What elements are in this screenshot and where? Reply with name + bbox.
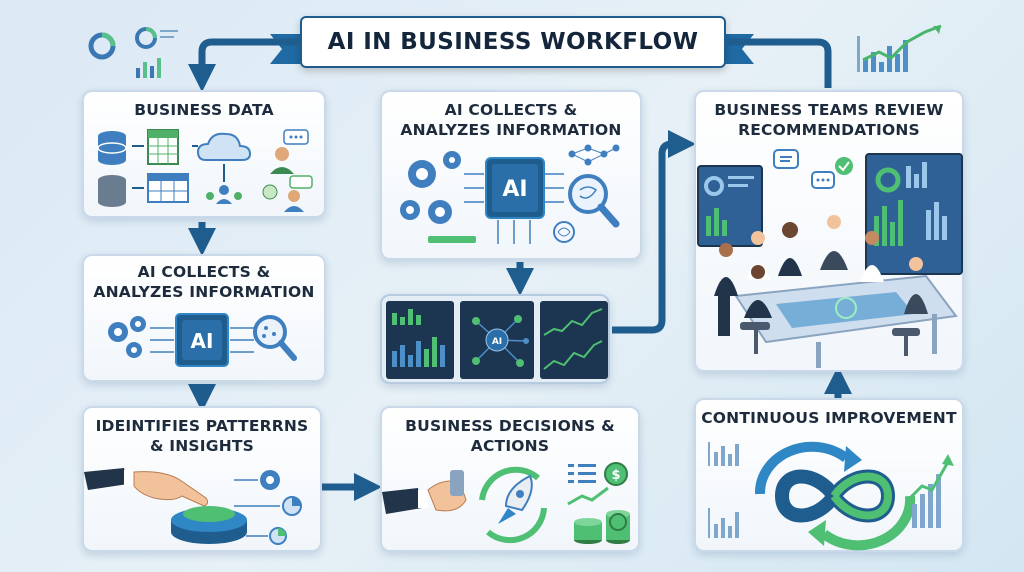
wall-screen-left <box>697 165 763 247</box>
pie-chart-icon <box>282 496 302 516</box>
hand-icon <box>84 468 209 507</box>
pressing-button-illustration <box>84 468 302 545</box>
team-people <box>714 215 928 336</box>
cycle-arrows-icon <box>754 441 916 551</box>
ai-dashboard-panels: AI <box>380 294 610 384</box>
chat-person-icon-2 <box>262 175 313 212</box>
database-icon <box>97 131 127 165</box>
step-title: BUSINESS TEAMS REVIEW RECOMMENDATIONS <box>714 101 944 139</box>
step-continuous-improvement: CONTINUOUS IMPROVEMENT <box>694 398 964 552</box>
dollar-coin-icon: $ <box>604 462 628 486</box>
circuit-lines-icon <box>464 173 564 244</box>
dashboard-screens: AI <box>386 301 608 379</box>
growth-arrow-icon <box>567 486 609 506</box>
corner-chart-icons-left <box>88 27 178 78</box>
wall-screen-right <box>865 153 963 275</box>
page-title: AI IN BUSINESS WORKFLOW <box>327 29 699 55</box>
people-network-icon <box>206 185 242 204</box>
step-title: BUSINESS DATA <box>134 101 274 119</box>
chat-person-icon <box>270 129 309 174</box>
chairs <box>740 322 920 356</box>
svg-text:$: $ <box>611 468 620 483</box>
database-icon-2 <box>98 175 126 207</box>
checkmark-icon <box>835 157 853 175</box>
step-teams-review: BUSINESS TEAMS REVIEW RECOMMENDATIONS <box>694 90 964 372</box>
step-identifies-patterns: IDEINTIFIES PATTERRNS & INSIGHTS <box>82 406 322 552</box>
cloud-icon <box>196 132 252 161</box>
ai-chip-label: AI <box>191 329 214 353</box>
magnifier-icon <box>568 174 620 228</box>
table-icon <box>147 173 189 203</box>
ai-chip-label: AI <box>502 177 527 202</box>
brain-icon <box>553 221 575 243</box>
gears-icon <box>400 151 461 224</box>
step-title: AI COLLECTS & ANALYZES INFORMATION <box>93 263 315 301</box>
pie-chart-icon-2 <box>269 527 287 545</box>
data-sources-icons <box>97 129 313 212</box>
checklist-icon <box>568 464 596 483</box>
mini-bar-chart-icon <box>708 442 739 466</box>
team-meeting-illustration <box>697 149 963 368</box>
ai-network-screen: AI <box>460 301 534 379</box>
rocket-icon <box>479 466 547 544</box>
step-business-decisions: BUSINESS DECISIONS & ACTIONS $ <box>380 406 640 552</box>
dashboard-chip-label: AI <box>492 337 502 347</box>
progress-bar-icon <box>428 236 476 243</box>
mini-bar-chart-icon-2 <box>708 508 739 538</box>
step-title: CONTINUOUS IMPROVEMENT <box>701 409 957 427</box>
step-title: IDEINTIFIES PATTERRNS & INSIGHTS <box>95 417 309 455</box>
circuit-lines-icon <box>150 327 254 353</box>
page-title-banner: AI IN BUSINESS WORKFLOW <box>300 16 726 68</box>
bar-chart-screen <box>386 301 454 379</box>
corner-chart-icon-right <box>857 24 942 72</box>
step-ai-collects-left: AI COLLECTS & ANALYZES INFORMATION AI <box>82 254 326 382</box>
ai-analysis-icons: AI <box>108 313 297 367</box>
step-ai-collects-center: AI COLLECTS & ANALYZES INFORMATION AI <box>380 90 642 260</box>
push-button-icon <box>171 506 247 544</box>
gears-icon <box>108 316 146 358</box>
meeting-table <box>734 274 958 368</box>
step-title: AI COLLECTS & ANALYZES INFORMATION <box>400 101 622 139</box>
coin-stack-icon <box>574 510 630 544</box>
step-title: BUSINESS DECISIONS & ACTIONS <box>405 417 615 455</box>
growth-chart-icon <box>906 454 954 528</box>
line-chart-screen <box>540 301 608 379</box>
infinity-icon <box>774 469 896 523</box>
neural-network-icon <box>568 144 620 166</box>
spreadsheet-icon <box>147 129 179 165</box>
chat-bubble-icons <box>773 149 853 189</box>
decisions-illustration: $ <box>382 462 630 544</box>
step-business-data: BUSINESS DATA <box>82 90 326 218</box>
continuous-improvement-illustration <box>708 441 954 551</box>
gear-icon <box>260 470 280 490</box>
hand-holding-icon <box>382 470 467 514</box>
magnifier-icon <box>253 315 297 361</box>
ai-analysis-icons: AI <box>400 144 620 244</box>
